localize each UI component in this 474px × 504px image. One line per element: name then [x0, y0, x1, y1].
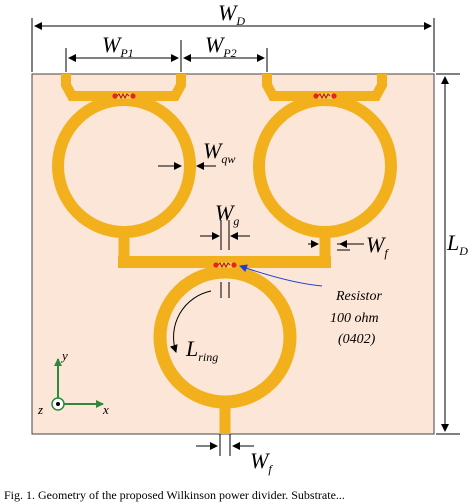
svg-text:LD: LD — [446, 230, 468, 258]
svg-text:100 ohm: 100 ohm — [330, 311, 379, 326]
svg-text:(0402): (0402) — [338, 332, 376, 347]
label-WP2: WP2 — [205, 32, 237, 60]
label-WP1: WP1 — [102, 32, 134, 60]
resistor-bottom — [213, 261, 237, 269]
dim-WD: WD — [31, 0, 435, 72]
substrate — [31, 73, 435, 435]
dim-Wg: Wg — [200, 200, 250, 298]
dim-Wqw: Wqw — [158, 138, 235, 170]
dim-Wf-bottom: Wf — [196, 434, 273, 476]
axes-icon: y z x — [37, 348, 109, 417]
resistor-top-left — [112, 92, 136, 100]
dim-LD: LD — [436, 73, 468, 435]
svg-text:Resistor: Resistor — [335, 289, 382, 304]
svg-text:z: z — [37, 402, 43, 417]
svg-text:Wf: Wf — [366, 232, 389, 260]
svg-text:WD: WD — [218, 0, 245, 28]
svg-text:x: x — [102, 402, 109, 417]
dim-Wf-right: Wf — [308, 232, 389, 260]
dim-Lring: Lring — [169, 290, 218, 364]
resistor-annotation: Resistor 100 ohm (0402) — [239, 264, 382, 347]
svg-text:Lring: Lring — [185, 336, 218, 364]
resistor-group — [112, 92, 337, 269]
copper-traces — [52, 74, 397, 434]
svg-text:Wg: Wg — [215, 200, 239, 228]
dim-WP: WP1 WP2 — [65, 32, 268, 72]
figure-caption: Fig. 1. Geometry of the proposed Wilkins… — [4, 488, 345, 502]
svg-text:Wf: Wf — [250, 448, 273, 476]
svg-text:Wqw: Wqw — [203, 138, 235, 166]
resistor-top-right — [313, 92, 337, 100]
svg-text:y: y — [60, 348, 68, 363]
